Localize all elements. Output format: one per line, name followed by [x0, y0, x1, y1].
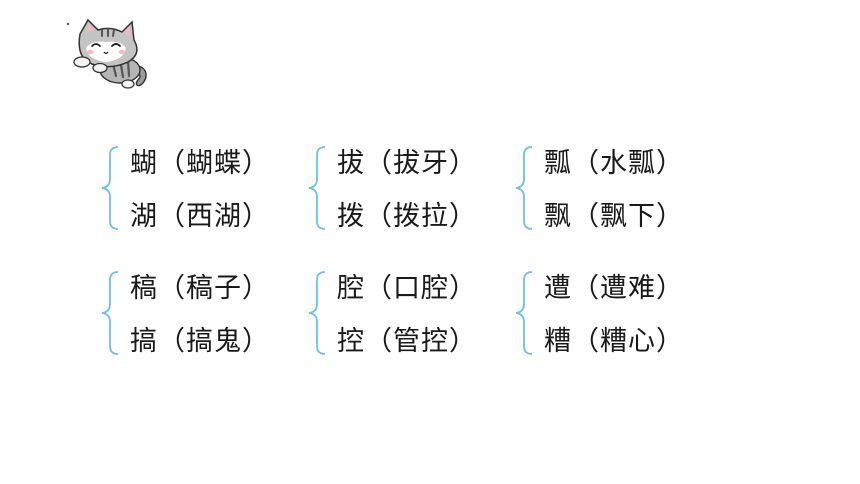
char-word-top: 遭（遭难） — [544, 273, 684, 304]
char-word-bottom: 糟（糟心） — [544, 326, 684, 357]
brace-icon — [308, 271, 326, 355]
char-group: 稿（稿子） 搞（搞鬼） — [98, 268, 298, 358]
brace-icon — [101, 146, 119, 230]
char-group: 蝴（蝴蝶） 湖（西湖） — [98, 143, 298, 233]
brace-icon — [101, 271, 119, 355]
char-word-top: 腔（口腔） — [337, 273, 477, 304]
char-group: 瓢（水瓢） 飘（飘下） — [512, 143, 712, 233]
char-word-top: 拔（拔牙） — [337, 148, 477, 179]
char-word-bottom: 拨（拨拉） — [337, 201, 477, 232]
char-word-bottom: 飘（飘下） — [544, 201, 684, 232]
char-word-top: 瓢（水瓢） — [544, 148, 684, 179]
brace-icon — [308, 146, 326, 230]
char-group: 腔（口腔） 控（管控） — [305, 268, 505, 358]
char-word-bottom: 控（管控） — [337, 326, 477, 357]
brace-icon — [515, 146, 533, 230]
brace-icon — [515, 271, 533, 355]
char-word-bottom: 湖（西湖） — [130, 201, 270, 232]
char-word-top: 稿（稿子） — [130, 273, 270, 304]
char-group: 遭（遭难） 糟（糟心） — [512, 268, 712, 358]
gray-cat-icon — [66, 18, 147, 89]
char-word-top: 蝴（蝴蝶） — [130, 148, 270, 179]
char-group: 拔（拔牙） 拨（拨拉） — [305, 143, 505, 233]
char-word-bottom: 搞（搞鬼） — [130, 326, 270, 357]
